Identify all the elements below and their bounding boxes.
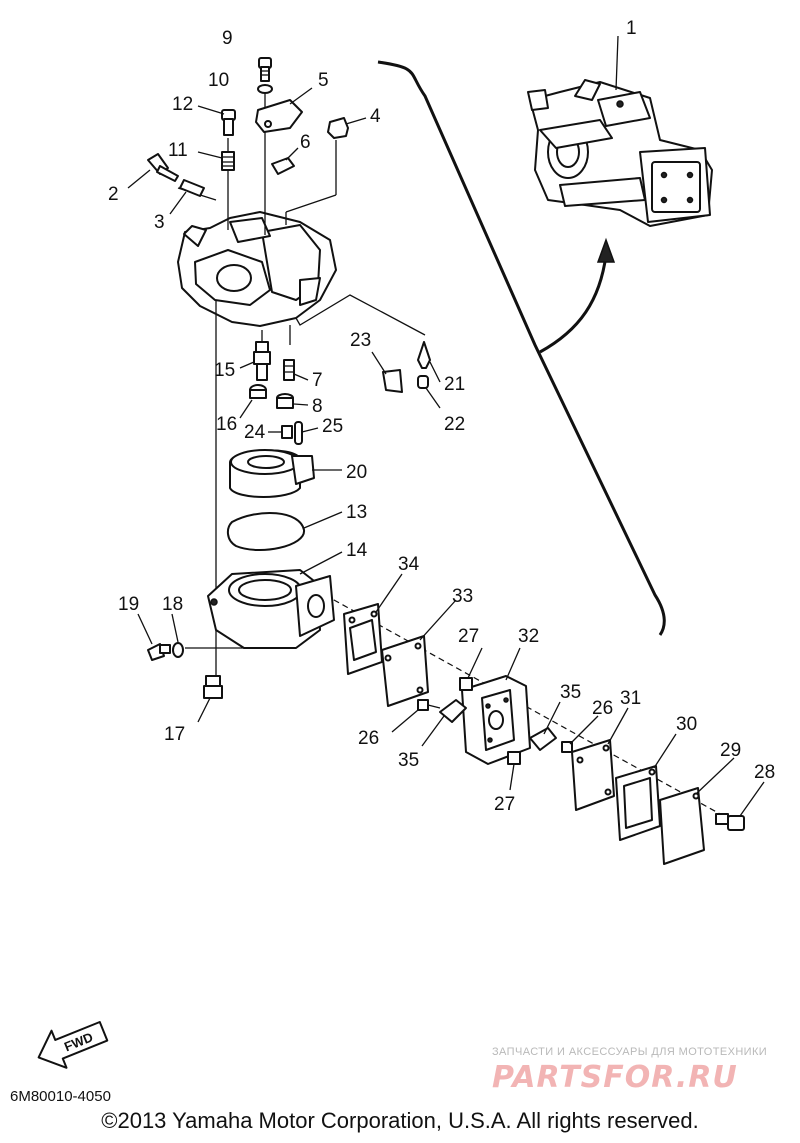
part-18-washer [172,642,184,658]
callout-27-lower: 27 [494,794,515,815]
callout-14: 14 [346,540,368,561]
part-29-pump-cover [659,787,705,865]
part-35-valve-right [529,727,557,751]
callout-8: 8 [312,396,323,417]
callout-21: 21 [444,374,465,395]
callout-33: 33 [452,586,473,607]
part-4-cap [327,117,349,139]
part-7-pilot-jet [283,359,295,381]
part-27-nut-lower [507,751,521,765]
part-17-plug [203,675,223,699]
part-10-washer [257,84,273,94]
watermark-logo: PARTSFOR.RU [492,1060,738,1095]
part-13-float-bowl-gasket [226,512,305,551]
callout-3: 3 [154,212,165,233]
callout-9: 9 [222,28,233,49]
part-26-screw-right [561,741,573,753]
part-35-valve-left [439,699,467,723]
callout-24: 24 [244,422,266,443]
part-3-screw [179,179,205,197]
callout-16: 16 [216,414,237,435]
callout-29: 29 [720,740,741,761]
callout-35-right: 35 [560,682,581,703]
callout-25: 25 [322,416,343,437]
callout-10: 10 [208,70,229,91]
callout-32: 32 [518,626,539,647]
callout-17: 17 [164,724,185,745]
part-21-needle [417,341,431,369]
part-34-gasket [343,603,383,675]
callout-18: 18 [162,594,183,615]
part-33-gasket [381,635,429,707]
callout-26-right: 26 [592,698,613,719]
callout-13: 13 [346,502,367,523]
part-9-screw [258,57,272,82]
part-15-nozzle [253,341,271,381]
part-22-seat [417,375,429,389]
carburetor-body [177,211,337,327]
part-23-clip [382,369,403,393]
part-32-fuel-pump-body [461,675,531,765]
callout-34: 34 [398,554,420,575]
callout-31: 31 [620,688,641,709]
callout-15: 15 [214,360,235,381]
callout-leaders [127,35,765,817]
callout-12: 12 [172,94,193,115]
callout-1: 1 [626,18,637,39]
callout-23: 23 [350,330,371,351]
fwd-arrow: FWD [37,1020,109,1069]
callout-35-left: 35 [398,750,419,771]
callout-11: 11 [168,140,188,161]
part-5-cover [255,99,303,133]
part-28-screw [715,813,745,831]
assembly-arrow [377,60,666,636]
callout-20: 20 [346,462,367,483]
part-25-pin [294,421,303,445]
part-26-screw-left [417,699,441,711]
callout-26-left: 26 [358,728,379,749]
callout-7: 7 [312,370,323,391]
callout-4: 4 [370,106,381,127]
part-27-nut-upper [459,677,473,691]
callout-19: 19 [118,594,139,615]
part-31-gasket [571,739,615,811]
part-12-screw [221,109,236,136]
copyright-notice: ©2013 Yamaha Motor Corporation, U.S.A. A… [101,1108,699,1133]
part-2-screw [147,153,179,182]
part-8-plug [276,393,294,409]
callout-30: 30 [676,714,697,735]
callout-27-upper: 27 [458,626,479,647]
part-19-drain-screw [147,643,171,661]
part-11-spring [221,151,235,171]
part-20-float [229,449,315,498]
diagram-code: 6M80010-4050 [10,1088,111,1105]
carburetor-assembly-illustration [527,79,713,227]
callout-2: 2 [108,184,119,205]
watermark-tagline: ЗАПЧАСТИ И АКСЕССУАРЫ ДЛЯ МОТОТЕХНИКИ [492,1046,768,1058]
callout-28: 28 [754,762,775,783]
callout-5: 5 [318,70,329,91]
part-16-jet [249,384,267,399]
part-24-screw [281,425,293,439]
part-6-plug [271,157,295,175]
callout-numbers: 1 9 10 5 12 4 6 11 2 3 23 15 7 21 8 16 2… [108,18,775,815]
callout-22: 22 [444,414,465,435]
callout-6: 6 [300,132,311,153]
part-14-float-bowl [207,569,335,649]
part-30-diaphragm [615,765,661,841]
